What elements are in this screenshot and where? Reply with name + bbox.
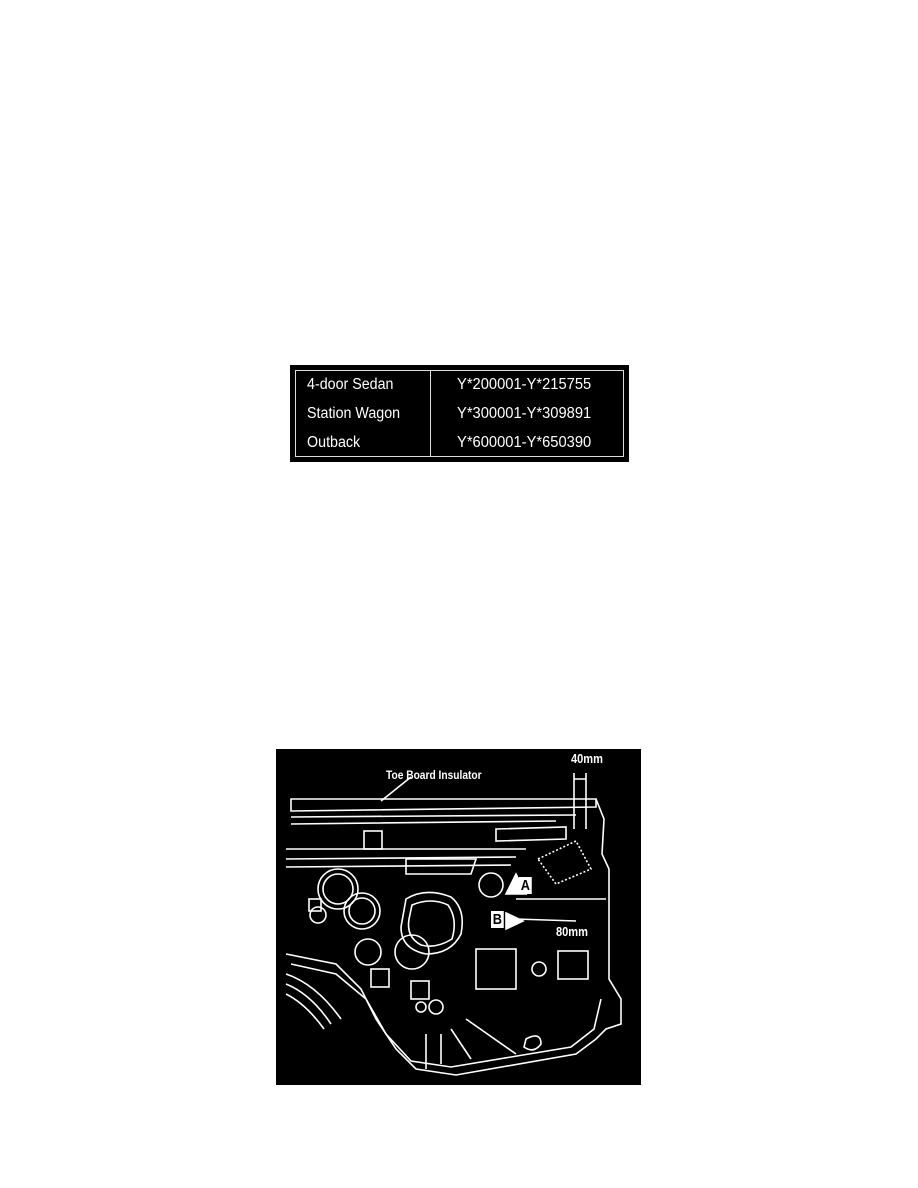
vehicle-floor-line-drawing <box>285 773 622 1076</box>
vin-range-cell: Y*600001-Y*650390 <box>457 434 592 451</box>
model-cell: Outback <box>307 434 361 451</box>
table-row: 4-door Sedan Y*200001-Y*215755 <box>296 371 597 400</box>
toe-board-insulator-diagram: Toe Board Insulator 40mm 80mm A B <box>276 749 641 1085</box>
marker-b: B <box>491 911 504 928</box>
vin-range-cell: Y*300001-Y*309891 <box>457 405 592 422</box>
marker-a: A <box>519 877 532 894</box>
vin-range-table: 4-door Sedan Y*200001-Y*215755 Station W… <box>290 365 629 462</box>
table-border: 4-door Sedan Y*200001-Y*215755 Station W… <box>295 370 624 457</box>
callout-toe-board-insulator: Toe Board Insulator <box>386 768 482 782</box>
dimension-40mm: 40mm <box>571 751 603 766</box>
model-cell: 4-door Sedan <box>307 376 394 393</box>
model-cell: Station Wagon <box>307 405 401 422</box>
column-divider <box>430 371 431 456</box>
vin-range-cell: Y*200001-Y*215755 <box>457 376 592 393</box>
table-row: Station Wagon Y*300001-Y*309891 <box>296 400 597 429</box>
dimension-80mm: 80mm <box>556 924 588 939</box>
table-row: Outback Y*600001-Y*650390 <box>296 429 597 458</box>
